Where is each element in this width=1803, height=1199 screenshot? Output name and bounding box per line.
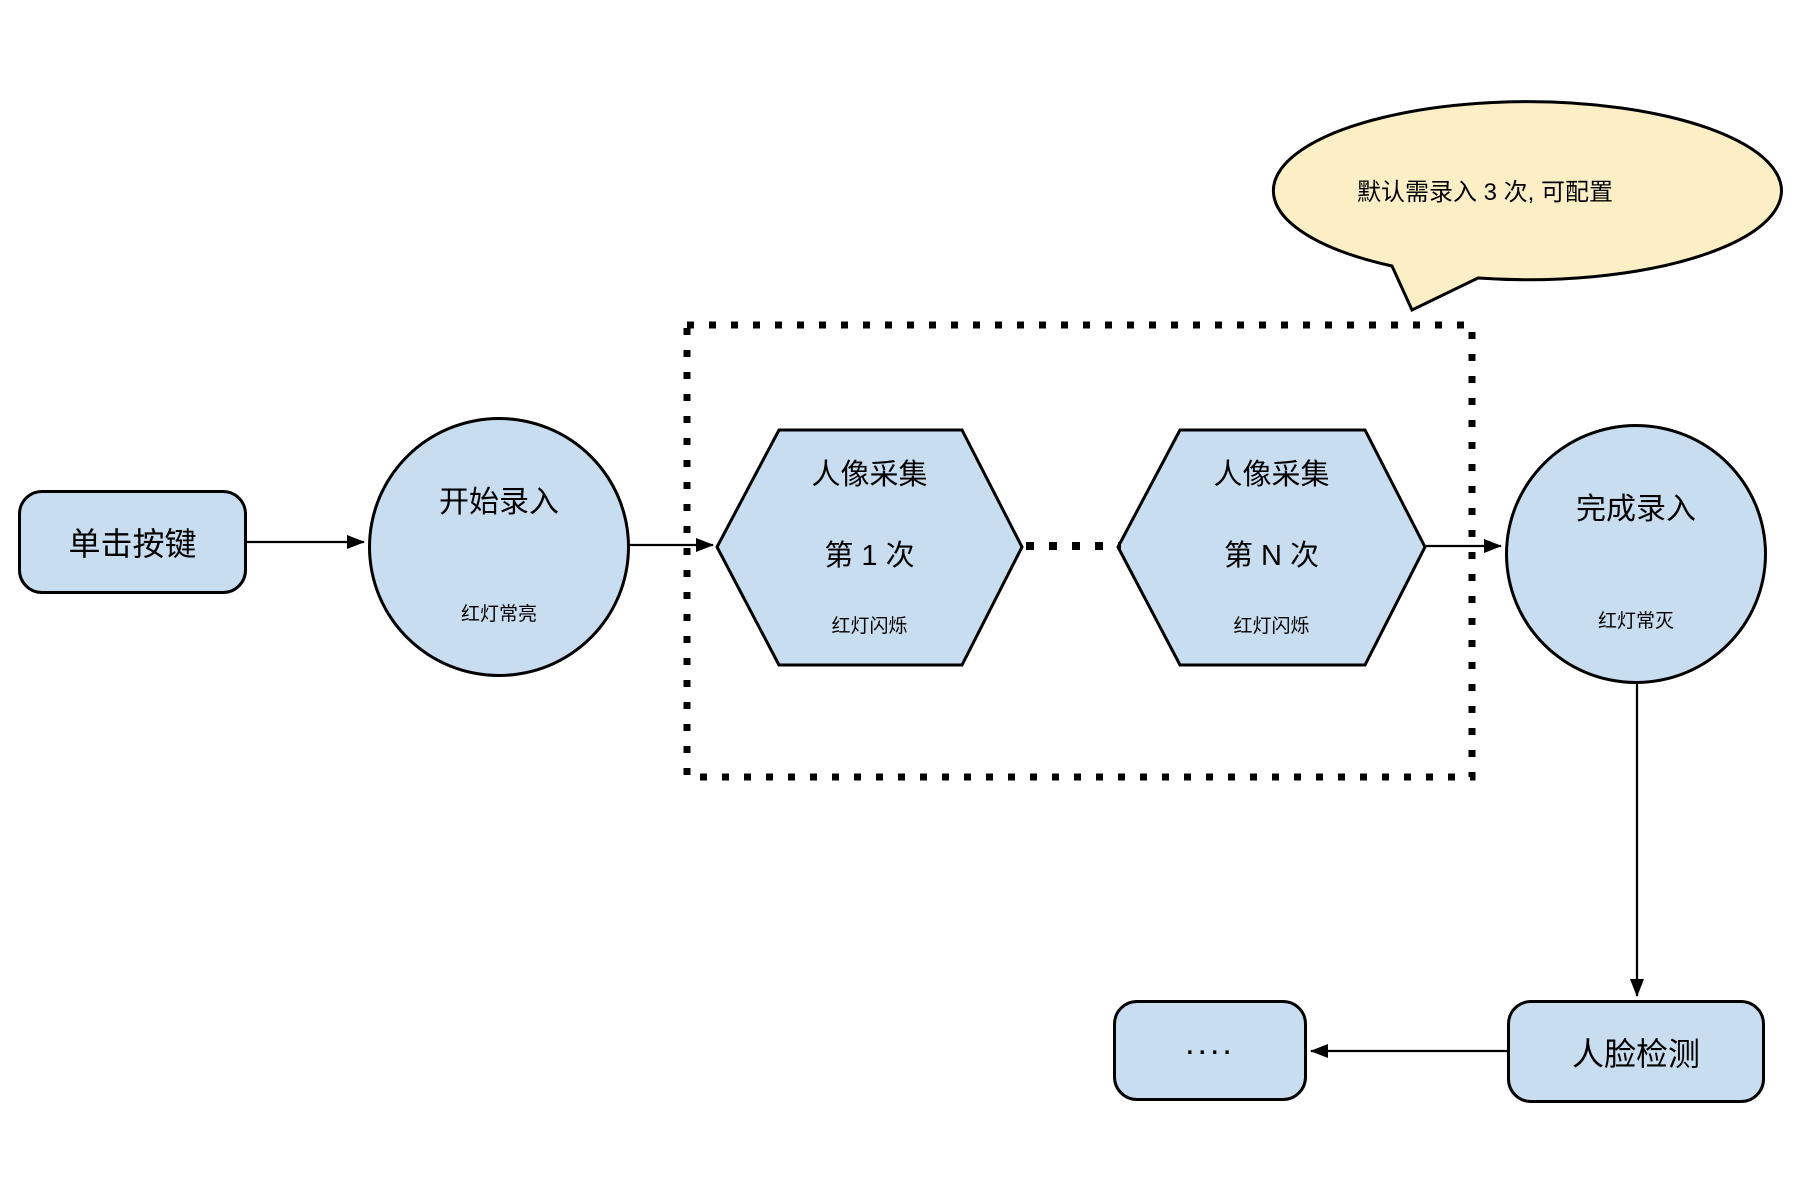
finish-record-node: 完成录入 红灯常灭 xyxy=(1505,424,1767,684)
capture-1-line2: 第 1 次 xyxy=(824,540,915,572)
ellipsis-node: .... xyxy=(1113,1000,1307,1101)
face-detection-node: 人脸检测 xyxy=(1507,1000,1765,1103)
callout-text: 默认需录入 3 次, 可配置 xyxy=(1356,179,1614,206)
capture-1-hexagon xyxy=(715,428,1024,667)
start-record-title: 开始录入 xyxy=(439,486,559,519)
click-button-label: 单击按键 xyxy=(68,526,197,562)
capture-1-status: 红灯闪烁 xyxy=(831,616,908,637)
finish-record-title: 完成录入 xyxy=(1576,493,1696,526)
start-record-status: 红灯常亮 xyxy=(460,604,537,625)
start-record-node: 开始录入 红灯常亮 xyxy=(368,417,630,677)
capture-n-line1: 人像采集 xyxy=(1213,459,1330,491)
capture-group-dotted-border xyxy=(683,321,1476,781)
capture-1-line1: 人像采集 xyxy=(811,459,928,491)
capture-n-status: 红灯闪烁 xyxy=(1233,616,1310,637)
capture-n-line2: 第 N 次 xyxy=(1223,540,1320,572)
finish-record-status: 红灯常灭 xyxy=(1597,611,1674,632)
face-detection-label: 人脸检测 xyxy=(1571,1035,1700,1072)
capture-n-hexagon xyxy=(1116,428,1427,667)
ellipsis-node-label: .... xyxy=(1185,1023,1235,1062)
callout-bubble xyxy=(1271,100,1783,313)
click-button-node: 单击按键 xyxy=(18,490,247,594)
